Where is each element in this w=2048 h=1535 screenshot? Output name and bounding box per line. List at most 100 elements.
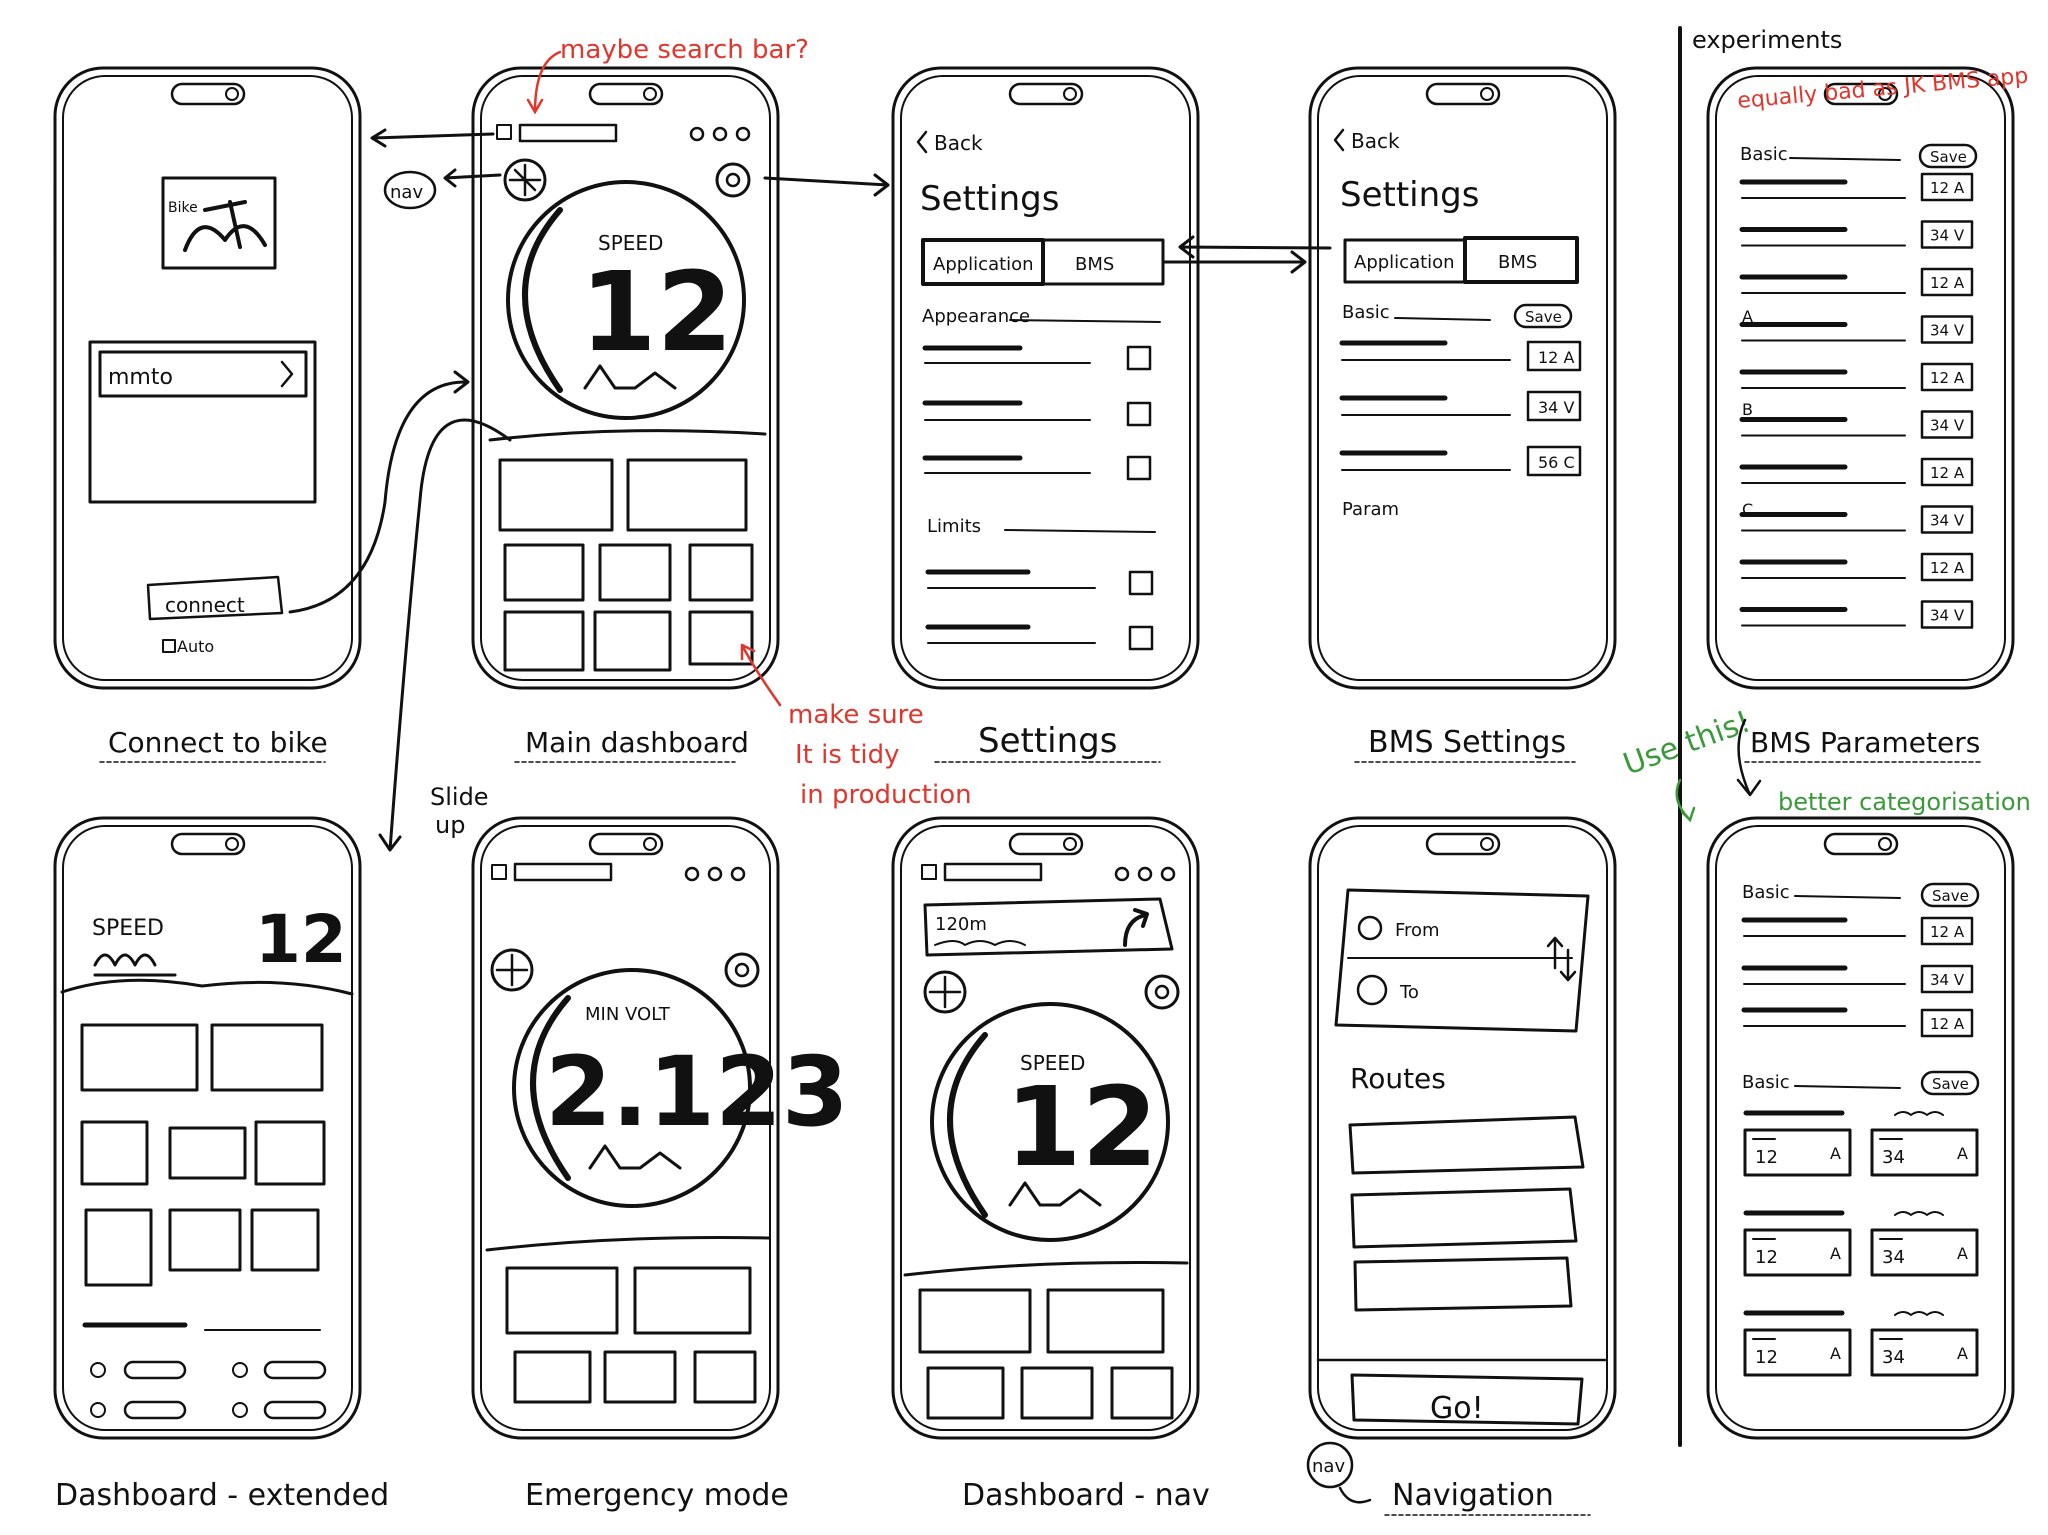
search-bar[interactable] <box>518 123 618 143</box>
tab-application[interactable]: Application <box>1343 238 1467 284</box>
save-button[interactable]: Save <box>1513 303 1573 329</box>
device-list-item[interactable]: mmto <box>98 350 308 398</box>
setting-row[interactable] <box>922 455 1152 481</box>
checkbox[interactable] <box>1126 455 1152 481</box>
widget-tile[interactable] <box>1020 1366 1094 1420</box>
widget-tile[interactable] <box>84 1208 153 1287</box>
widget-tile[interactable] <box>498 458 614 532</box>
setting-row[interactable] <box>925 624 1154 651</box>
swap-icon[interactable] <box>1546 936 1577 982</box>
search-bar[interactable] <box>943 862 1043 882</box>
value-field[interactable] <box>1920 505 1974 534</box>
toggle-row[interactable] <box>90 1400 327 1420</box>
widget-tile[interactable] <box>633 1266 752 1335</box>
widget-tile[interactable] <box>693 1350 757 1404</box>
widget-tile[interactable] <box>503 543 585 602</box>
to-field[interactable]: To <box>1356 974 1419 1006</box>
value-field[interactable] <box>1920 600 1974 629</box>
toggle-row[interactable] <box>90 1360 327 1380</box>
nav-icon[interactable] <box>490 948 534 992</box>
from-field[interactable]: From <box>1357 915 1440 941</box>
auto-checkbox[interactable]: Auto <box>162 637 214 656</box>
parameter-row[interactable]: 12 A <box>1739 362 1974 392</box>
nav-icon[interactable] <box>503 158 547 202</box>
parameter-row[interactable]: 12 A <box>1739 172 1974 202</box>
widget-tile[interactable] <box>688 610 754 666</box>
save-button[interactable]: Save <box>1920 882 1980 908</box>
gear-icon[interactable] <box>1144 974 1180 1010</box>
tab-bms[interactable]: BMS <box>1041 238 1165 286</box>
back-button[interactable]: Back <box>1333 128 1400 153</box>
widget-tile[interactable] <box>80 1120 149 1186</box>
widget-tile[interactable] <box>1046 1288 1165 1354</box>
value-field[interactable] <box>1920 1008 1974 1038</box>
checkbox[interactable] <box>1126 401 1152 427</box>
checkbox[interactable] <box>1128 625 1154 651</box>
value-field[interactable] <box>1526 390 1582 422</box>
go-button[interactable]: Go! <box>1350 1373 1584 1426</box>
parameter-row[interactable]: 34 V <box>1739 315 1974 344</box>
gear-icon[interactable] <box>724 952 760 988</box>
widget-tile[interactable] <box>598 543 672 602</box>
value-field[interactable] <box>1920 315 1974 344</box>
save-button[interactable]: Save <box>1920 1070 1980 1096</box>
tab-bms[interactable]: BMS <box>1463 236 1579 284</box>
widget-tile[interactable] <box>626 458 748 532</box>
value-field[interactable] <box>1920 916 1974 946</box>
back-button[interactable]: Back <box>916 130 983 155</box>
gear-icon[interactable] <box>715 162 751 198</box>
widget-tile[interactable] <box>593 610 672 672</box>
search-bar[interactable] <box>513 862 613 882</box>
parameter-row[interactable]: 34 V <box>1739 220 1974 249</box>
parameter-row[interactable]: 34 V <box>1739 410 1974 439</box>
connect-button[interactable]: connect <box>146 575 284 621</box>
value-field[interactable] <box>1920 410 1974 439</box>
nav-icon[interactable] <box>923 970 967 1014</box>
parameter-row[interactable]: 34 V <box>1739 505 1974 534</box>
toggle-switch[interactable] <box>263 1400 327 1420</box>
widget-tile[interactable] <box>250 1208 320 1272</box>
toggle-switch[interactable] <box>263 1360 327 1380</box>
turn-instruction-card[interactable]: 120m <box>923 897 1174 957</box>
setting-row[interactable] <box>925 569 1154 596</box>
value-field[interactable] <box>1920 362 1974 392</box>
checkbox[interactable] <box>1126 345 1152 371</box>
parameter-row[interactable]: 12 A <box>1739 457 1974 487</box>
toggle-switch[interactable] <box>123 1400 187 1420</box>
tab-application[interactable]: Application <box>921 238 1045 286</box>
setting-row[interactable] <box>922 400 1152 427</box>
widget-tile[interactable] <box>168 1126 247 1180</box>
value-field[interactable] <box>1526 340 1582 372</box>
route-option[interactable] <box>1353 1256 1573 1312</box>
toggle-switch[interactable] <box>123 1360 187 1380</box>
widget-tile[interactable] <box>603 1350 677 1404</box>
widget-tile[interactable] <box>1110 1366 1174 1420</box>
checkbox[interactable] <box>1128 570 1154 596</box>
route-option[interactable] <box>1350 1187 1578 1249</box>
value-field[interactable] <box>1920 172 1974 202</box>
value-field[interactable] <box>1920 457 1974 487</box>
widget-tile[interactable] <box>688 543 754 602</box>
widget-tile[interactable] <box>168 1208 242 1272</box>
widget-tile[interactable] <box>210 1023 324 1092</box>
widget-tile[interactable] <box>503 610 585 672</box>
widget-tile[interactable] <box>926 1366 1005 1420</box>
route-option[interactable] <box>1348 1115 1585 1175</box>
widget-tile[interactable] <box>80 1023 199 1092</box>
parameter-row[interactable]: 12 A <box>1739 552 1974 582</box>
widget-tile[interactable] <box>918 1288 1032 1354</box>
setting-row[interactable] <box>922 345 1152 371</box>
parameter-row[interactable]: 34 V <box>1739 600 1974 629</box>
widget-tile[interactable] <box>513 1350 592 1404</box>
save-button[interactable]: Save <box>1918 143 1978 169</box>
parameter-row[interactable]: 12 A <box>1739 267 1974 297</box>
widget-tile[interactable] <box>254 1120 326 1186</box>
widget-tile[interactable] <box>505 1266 619 1335</box>
value-field[interactable] <box>1526 445 1582 477</box>
